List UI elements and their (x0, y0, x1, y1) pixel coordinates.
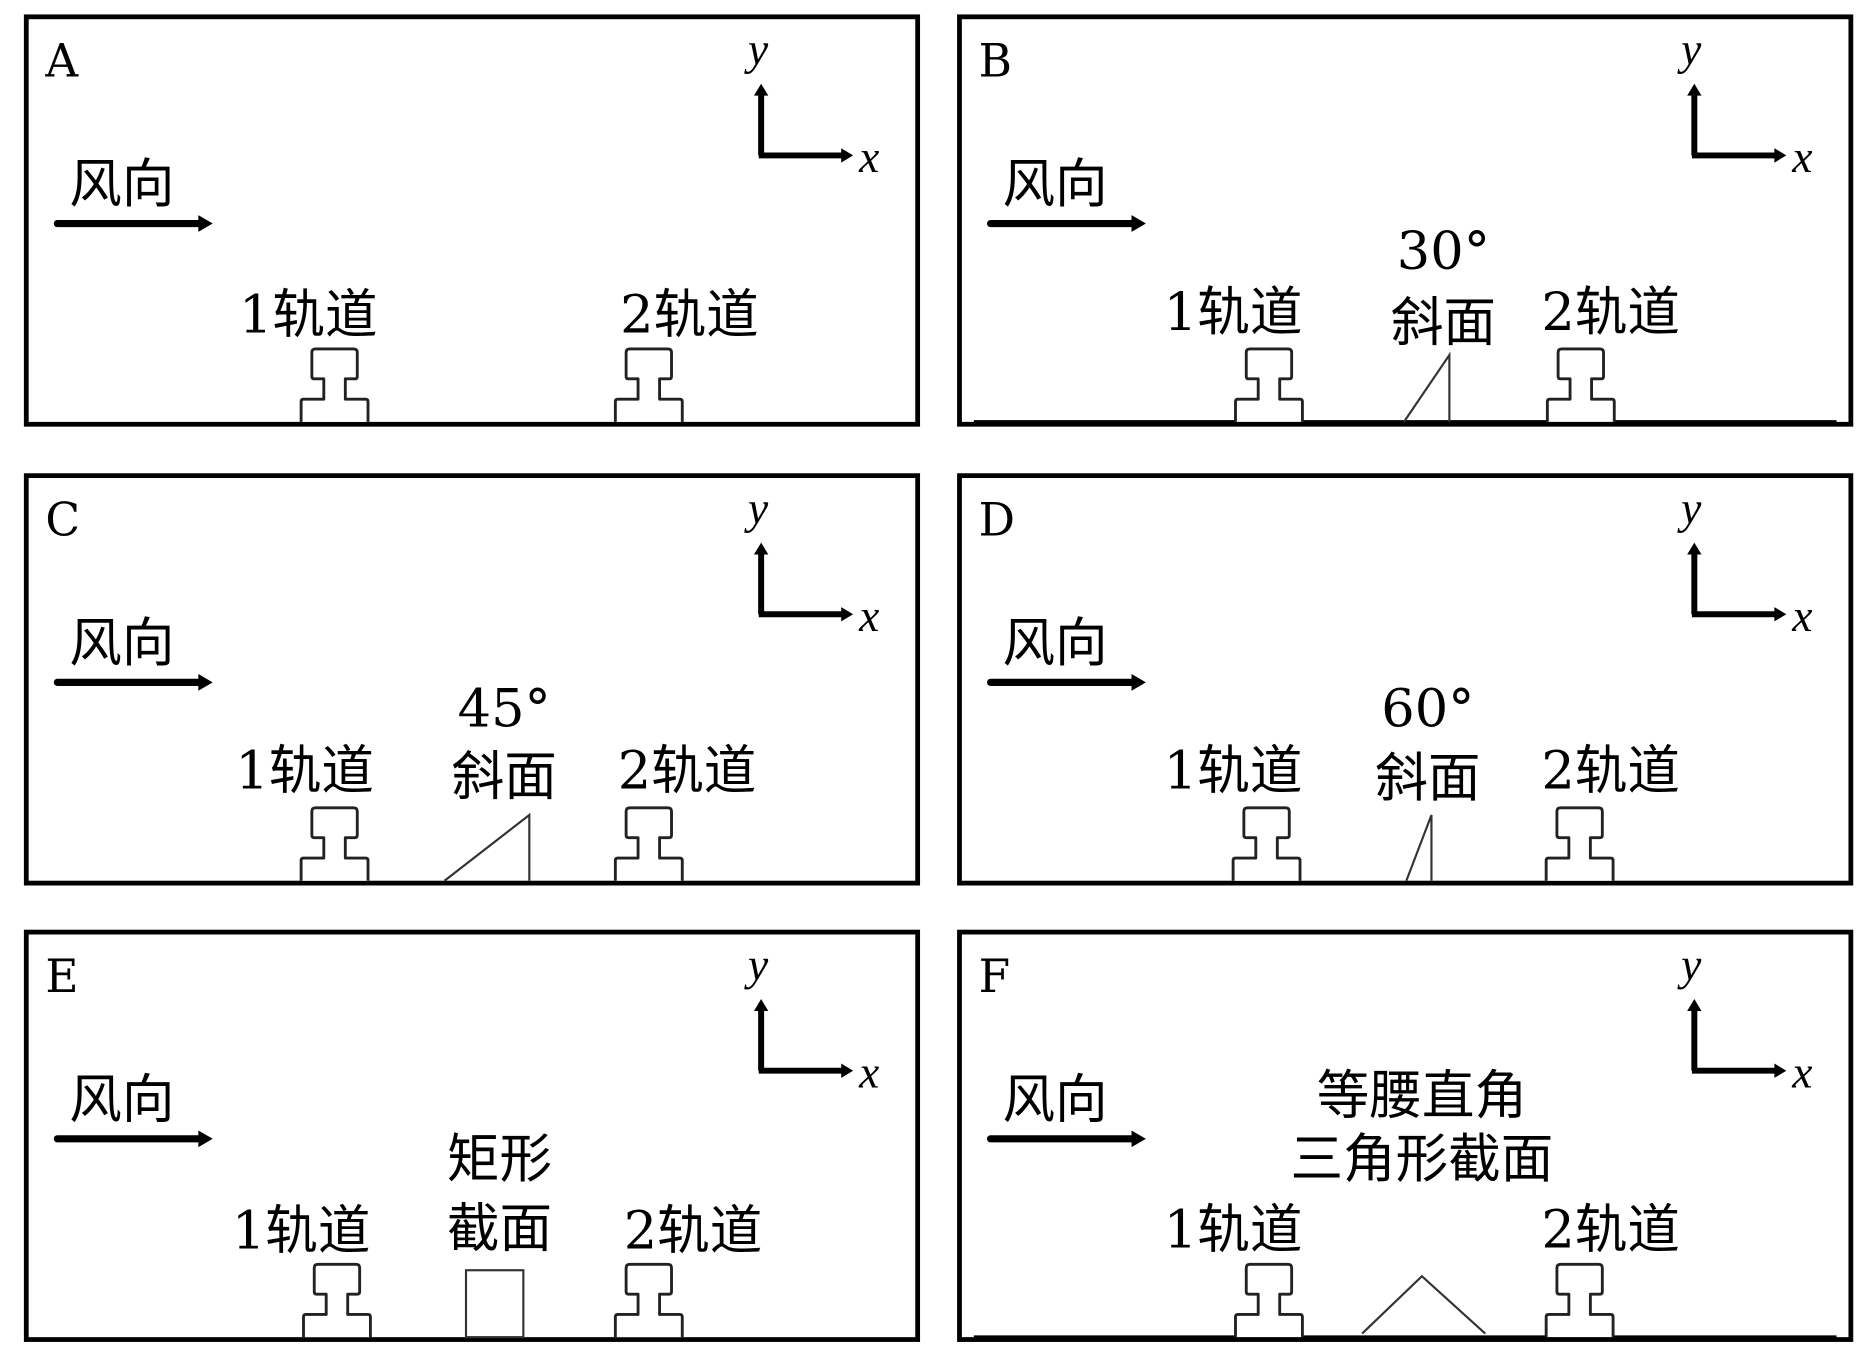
obstacle-label-line-1: 30° (1397, 221, 1490, 282)
wind-arrow-icon (1131, 215, 1146, 232)
track-1-rail-icon (302, 1262, 372, 1338)
obstacle-label-line-1: 45° (458, 679, 551, 740)
y-axis-label: y (1677, 483, 1702, 533)
y-axis-label: y (744, 25, 769, 75)
track-2-rail-icon (1544, 1262, 1615, 1338)
wind-arrow-icon (198, 674, 213, 691)
obstacle-label-line-2: 斜面 (1375, 748, 1480, 809)
x-arrow-icon (841, 148, 854, 163)
track-1-label: 1轨道 (1164, 741, 1303, 802)
wind-direction-label: 风向 (1002, 1069, 1107, 1130)
x-axis-label: x (1791, 1047, 1812, 1097)
track-1-rail-icon (299, 806, 370, 881)
wind-arrow-icon (1131, 1130, 1146, 1148)
track-2-rail-icon (1544, 806, 1615, 881)
x-arrow-icon (841, 607, 854, 622)
track-1-label: 1轨道 (1164, 282, 1303, 343)
x-axis-label: x (1791, 132, 1812, 182)
x-axis-label: x (1791, 591, 1812, 641)
x-axis-label: x (858, 1047, 879, 1097)
track-1-rail-icon (299, 347, 370, 422)
x-arrow-icon (1774, 148, 1787, 163)
panel-label: E (45, 950, 78, 1003)
y-axis-label: y (744, 940, 769, 990)
panel-label: B (979, 35, 1012, 88)
x-arrow-icon (841, 1063, 854, 1078)
track-1-label: 1轨道 (232, 1201, 371, 1262)
track-2-rail-icon (613, 806, 684, 881)
y-arrow-icon (1687, 999, 1702, 1011)
y-axis-label: y (1677, 25, 1702, 75)
panel-frame (23, 14, 921, 427)
obstacle-label-line-1: 等腰直角 (1317, 1066, 1527, 1127)
obstacle-label-line-2: 斜面 (1391, 293, 1496, 354)
obstacle-label-line-2: 三角形截面 (1290, 1129, 1553, 1190)
track-2-label: 2轨道 (1541, 1200, 1680, 1261)
y-arrow-icon (1687, 83, 1702, 96)
wind-direction-label: 风向 (1002, 613, 1107, 674)
wind-arrow-icon (198, 215, 213, 232)
track-1-label: 1轨道 (1164, 1200, 1303, 1261)
track-2-label: 2轨道 (620, 284, 759, 345)
y-axis-label: y (1677, 940, 1702, 990)
panel-frame (23, 473, 921, 886)
panel-frame (957, 14, 1854, 427)
wind-direction-label: 风向 (69, 154, 174, 215)
x-axis-label: x (858, 132, 879, 182)
triangle-shape (1361, 1274, 1486, 1335)
obstacle-label-line-2: 截面 (447, 1198, 552, 1259)
y-arrow-icon (753, 83, 769, 96)
y-arrow-icon (753, 542, 769, 555)
wind-arrow-icon (1131, 674, 1146, 691)
track-1-label: 1轨道 (239, 284, 378, 345)
obstacle-label-line-1: 60° (1381, 679, 1474, 740)
track-2-label: 2轨道 (618, 741, 757, 802)
slope-60-shape (1405, 814, 1433, 882)
x-arrow-icon (1774, 1063, 1787, 1078)
panel-label: F (979, 950, 1011, 1003)
panel-label: A (44, 35, 79, 88)
slope-45-shape (443, 812, 531, 882)
y-arrow-icon (753, 999, 769, 1011)
track-2-rail-icon (1545, 347, 1616, 422)
panel-frame (957, 473, 1854, 886)
track-2-label: 2轨道 (624, 1201, 763, 1262)
rectangle-shape (464, 1269, 525, 1339)
y-axis-label: y (744, 483, 769, 533)
wind-direction-label: 风向 (69, 613, 174, 674)
wind-arrow-icon (198, 1130, 213, 1148)
wind-direction-label: 风向 (1002, 154, 1107, 215)
y-arrow-icon (1687, 542, 1702, 555)
panel-label: C (45, 493, 80, 546)
panel-frame (957, 929, 1854, 1342)
x-axis-label: x (858, 591, 879, 641)
track-1-rail-icon (1234, 1262, 1304, 1338)
panel-label: D (979, 493, 1015, 546)
track-2-label: 2轨道 (1541, 741, 1680, 802)
x-arrow-icon (1774, 607, 1787, 622)
obstacle-label-line-1: 矩形 (447, 1129, 552, 1190)
track-2-rail-icon (613, 347, 684, 422)
panel-frame (23, 929, 921, 1342)
wind-direction-label: 风向 (69, 1069, 174, 1130)
slope-30-shape (1403, 351, 1451, 423)
track-1-rail-icon (1231, 806, 1302, 881)
obstacle-label-line-2: 斜面 (452, 747, 557, 808)
track-1-rail-icon (1234, 347, 1304, 422)
track-2-rail-icon (613, 1262, 684, 1338)
track-2-label: 2轨道 (1541, 282, 1680, 343)
track-1-label: 1轨道 (235, 741, 374, 802)
